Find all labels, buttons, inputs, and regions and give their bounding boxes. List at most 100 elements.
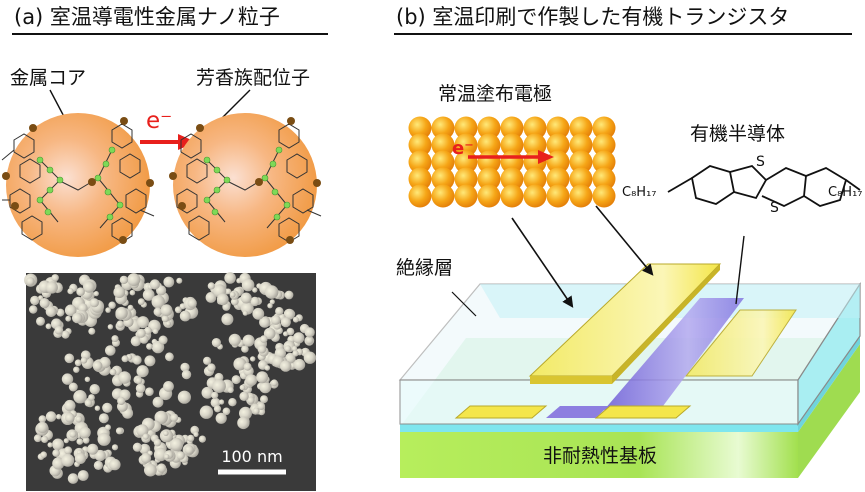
panel-a: (a) 室温導電性金属ナノ粒子 金属コア 芳香族配位子	[1, 5, 328, 491]
sem-particle	[252, 287, 258, 293]
sem-particle	[72, 312, 83, 324]
pointer-electrode-1	[511, 217, 574, 308]
sem-particle	[256, 371, 269, 384]
electrode-nanoparticle	[477, 184, 501, 208]
electrode-nanoparticle	[500, 167, 524, 191]
sem-particle	[109, 458, 121, 471]
sem-particle	[139, 443, 151, 455]
sem-particle	[61, 330, 70, 339]
sem-particle	[146, 343, 153, 350]
electrode-nanoparticle	[569, 167, 593, 191]
sem-particle	[216, 293, 229, 306]
sem-particle	[40, 451, 47, 459]
sem-particle	[260, 395, 268, 404]
electrode-nanoparticle	[454, 167, 478, 191]
electron-arrow-a-head	[178, 134, 196, 150]
sem-particle	[94, 405, 101, 411]
sulfur-atoms-right	[169, 117, 321, 244]
sem-particle	[97, 432, 111, 446]
sem-particle	[283, 308, 295, 320]
sulfur-label-top: S	[756, 154, 765, 170]
sem-particle	[170, 437, 184, 451]
sem-particle	[240, 292, 252, 304]
sem-particle	[140, 452, 152, 464]
electrode-nanoparticle	[454, 184, 478, 208]
sem-particle	[93, 460, 103, 470]
sem-particle	[245, 374, 258, 386]
sem-particle	[74, 359, 82, 367]
electrode-nanoparticle	[408, 133, 432, 157]
sem-particle	[293, 358, 306, 371]
sulfur-label-bottom: S	[770, 200, 779, 216]
sem-particle	[105, 307, 111, 313]
sem-particle	[105, 424, 111, 431]
sem-particle	[82, 436, 90, 444]
sem-particle	[252, 407, 260, 415]
sem-particle	[41, 435, 49, 443]
sem-particle	[153, 447, 168, 462]
sem-particle	[179, 310, 191, 322]
sem-particle	[257, 408, 266, 416]
ring-thiophene-left	[729, 164, 768, 200]
sem-particle	[144, 463, 157, 477]
electrode-nanoparticle	[431, 150, 455, 174]
sem-particle	[165, 352, 174, 362]
sem-particle	[61, 453, 75, 467]
sem-particle	[259, 381, 272, 394]
sem-particle	[263, 327, 276, 340]
sem-particle	[212, 379, 226, 393]
sem-particle	[39, 298, 50, 309]
sem-particle	[239, 391, 249, 401]
sem-particle	[210, 397, 221, 408]
sem-particle	[225, 288, 232, 295]
semiconductor-channel	[604, 298, 744, 410]
sem-particle	[211, 391, 219, 399]
sem-particle	[257, 402, 266, 410]
electrode-nanoparticle	[546, 184, 570, 208]
nanoparticle-left	[1, 113, 155, 257]
electrode-nanoparticle	[500, 184, 524, 208]
chain-right-bond	[845, 179, 861, 191]
panel-a-title: (a) 室温導電性金属ナノ粒子	[14, 5, 280, 29]
sem-particle	[36, 316, 45, 326]
sem-micrograph: 100 nm	[24, 272, 317, 491]
substrate-side-face	[798, 344, 860, 478]
sem-particle	[164, 454, 170, 460]
sem-particle	[267, 303, 273, 309]
sem-particle	[115, 427, 123, 435]
sem-particle	[201, 386, 214, 399]
electrode-nanoparticle	[523, 116, 547, 140]
sem-particle	[88, 394, 95, 401]
sem-particle	[275, 307, 284, 316]
sem-particle	[230, 297, 239, 306]
sem-particle	[305, 336, 314, 345]
sem-particle	[231, 375, 241, 385]
sem-particle	[129, 289, 136, 296]
electrode-nanoparticle	[546, 167, 570, 191]
sem-particle	[207, 282, 215, 290]
sem-particle	[52, 449, 60, 457]
sem-particle	[211, 338, 221, 348]
sem-particle	[303, 351, 317, 364]
substrate-front-face	[400, 432, 798, 478]
sem-particle	[257, 344, 267, 354]
sem-particle	[304, 327, 315, 338]
electrode-source-front	[530, 376, 612, 384]
sem-particle	[137, 298, 145, 306]
sem-particle	[284, 345, 292, 352]
sem-particle	[219, 399, 225, 405]
electrode-nanoparticle	[592, 167, 616, 191]
electrode-nanoparticle	[569, 184, 593, 208]
sem-particle	[207, 363, 216, 372]
sem-particle	[152, 328, 159, 335]
sem-particle	[269, 299, 275, 305]
sem-particle	[154, 410, 168, 425]
sem-particle	[199, 405, 214, 419]
sem-particle	[177, 390, 191, 404]
sem-particle	[74, 452, 86, 464]
metal-core-sphere-right	[173, 113, 317, 257]
electrode-nanoparticle	[454, 133, 478, 157]
transistor-device: 非耐熱性基板	[398, 205, 862, 478]
sem-particle	[221, 313, 234, 326]
sem-particle	[113, 286, 126, 299]
